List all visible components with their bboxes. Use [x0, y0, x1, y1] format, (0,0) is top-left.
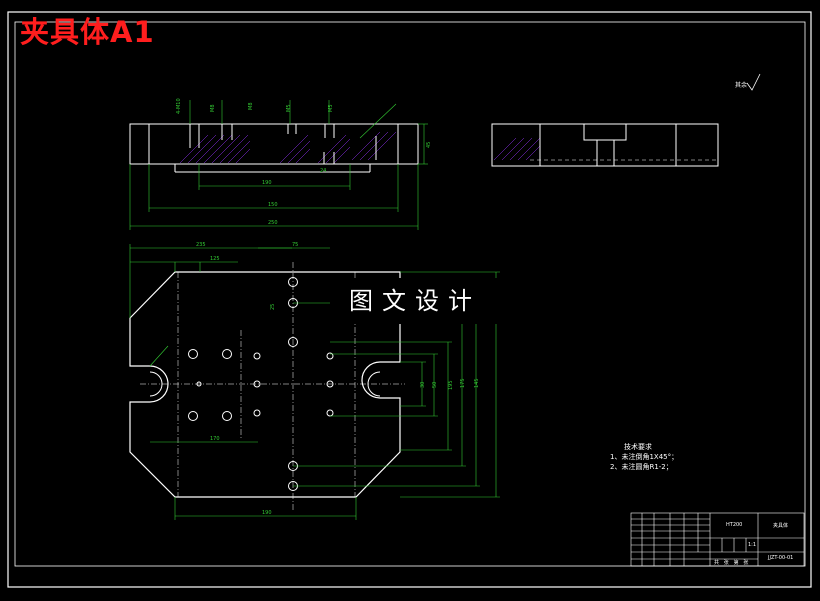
title-block-part-name: 夹具体 [773, 523, 789, 529]
footer-label: 张 [743, 560, 749, 566]
footer-label: 张 [723, 560, 729, 566]
plan-view-dimension-label: 75 [292, 242, 298, 248]
plan-view-outline [129, 271, 401, 498]
plan-view-dimension-label: 50 [432, 382, 438, 388]
plan-view-dimension-label: 175 [460, 378, 466, 388]
roughness-symbol [746, 73, 761, 91]
side-view [491, 123, 719, 167]
outer-border [7, 11, 812, 588]
plan-view-dimension-label: 125 [210, 256, 220, 262]
side-view-hatching [493, 137, 541, 161]
plan-view-dimension-label: 170 [210, 436, 220, 442]
plan-view-centerlines [140, 262, 405, 510]
title-block-drawing-no: JJZT-00-01 [768, 555, 794, 561]
plan-view-dimension-label: 145 [474, 378, 480, 388]
front-view-dimension-label: 24 [320, 168, 326, 174]
front-view-dimension-label: 150 [268, 202, 278, 208]
front-view-hatching [179, 131, 397, 164]
inner-border [14, 21, 806, 567]
front-view-outline [129, 123, 419, 173]
technical-requirement-item: 1、未注倒角1X45°； [610, 453, 679, 461]
title-block-scale: 1:1 [748, 542, 757, 548]
page-title: 夹具体A1 [20, 15, 155, 49]
front-view-dimension-label: M5 [328, 105, 334, 113]
front-view-dimension-label: M5 [286, 105, 292, 113]
front-view-dimension-label: M8 [210, 105, 216, 113]
front-view-dimension-label: 190 [262, 180, 272, 186]
technical-requirement-item: 2、未注圆角R1-2； [610, 463, 673, 471]
plan-view-dimension-label: 30 [420, 382, 426, 388]
front-view-dimension-label: 250 [268, 220, 278, 226]
technical-requirements-title: 技术要求 [624, 443, 652, 451]
front-view-dimension-label: 4-M10 [176, 98, 182, 114]
front-view-dimension-label: 45 [426, 142, 432, 148]
front-view [129, 100, 428, 230]
side-view-outline [491, 123, 719, 167]
plan-view-dimension-label: 190 [262, 510, 272, 516]
footer-label: 共 [714, 560, 720, 566]
watermark: 图文设计 [330, 278, 500, 324]
plan-view-dimension-label: 195 [448, 380, 454, 390]
roughness-note: 其余 [735, 82, 748, 89]
plan-view-dimension-label: 25 [270, 304, 276, 310]
title-block-grid [630, 512, 805, 567]
front-view-dimension-label: M8 [248, 103, 254, 111]
front-view-dimensions [129, 100, 428, 230]
title-block-footer: 共 张 第 张 [714, 559, 748, 566]
title-block-material: HT200 [726, 522, 743, 528]
technical-requirements: 技术要求 1、未注倒角1X45°； 2、未注圆角R1-2； [610, 442, 678, 472]
plan-view-dimension-label: 235 [196, 242, 206, 248]
footer-label: 第 [733, 560, 739, 566]
